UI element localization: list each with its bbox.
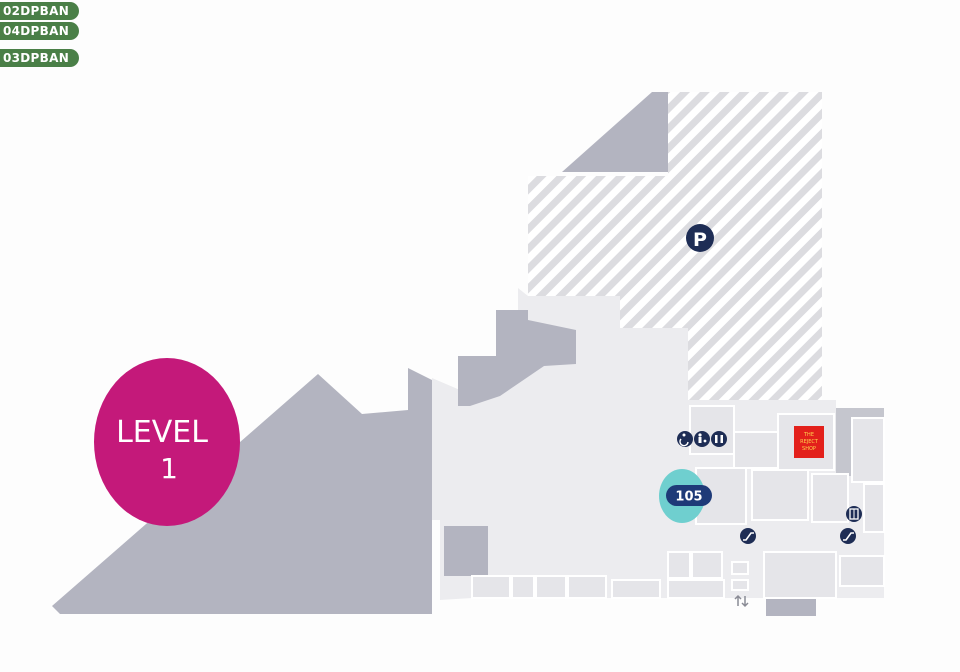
svg-text:SHOP: SHOP bbox=[802, 446, 816, 452]
level-number: 1 bbox=[160, 452, 178, 485]
parking-icon[interactable]: P bbox=[686, 224, 714, 252]
building-block-west bbox=[52, 368, 432, 614]
svg-text:REJECT: REJECT bbox=[800, 439, 819, 445]
parking-area bbox=[528, 92, 822, 400]
map-tag-04[interactable]: 04DPBAN bbox=[0, 22, 80, 40]
building-block-north bbox=[562, 92, 668, 172]
store-105[interactable]: 105 bbox=[659, 469, 712, 523]
accessible-toilet-icon[interactable] bbox=[677, 431, 693, 447]
shop-outlines bbox=[471, 405, 885, 599]
map-tag-03[interactable]: 03DPBAN bbox=[0, 49, 80, 67]
escalator-icon[interactable] bbox=[840, 528, 856, 544]
svg-text:THE: THE bbox=[803, 432, 814, 438]
up-down-arrows-icon bbox=[734, 594, 749, 608]
building-block-central bbox=[458, 310, 576, 406]
main-building bbox=[432, 288, 884, 600]
svg-text:105: 105 bbox=[675, 490, 702, 505]
restroom-icon[interactable] bbox=[711, 431, 727, 447]
svg-text:P: P bbox=[693, 229, 707, 251]
the-reject-shop-logo[interactable]: THE REJECT SHOP bbox=[794, 426, 824, 458]
building-block-south-east bbox=[766, 598, 816, 616]
building-block-south-west bbox=[444, 526, 488, 576]
map-tag-02[interactable]: 02DPBAN bbox=[0, 2, 80, 20]
escalator-icon[interactable] bbox=[740, 528, 756, 544]
lift-icon[interactable] bbox=[846, 506, 862, 522]
level-label: LEVEL bbox=[116, 415, 208, 450]
level-badge bbox=[94, 358, 240, 526]
parent-room-icon[interactable] bbox=[694, 431, 710, 447]
